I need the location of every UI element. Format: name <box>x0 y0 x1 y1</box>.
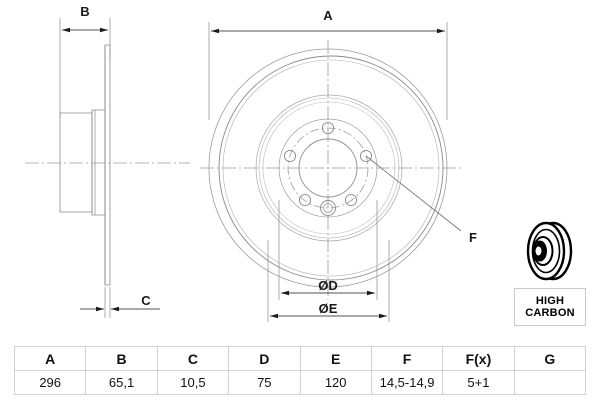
table-header-G: G <box>513 346 587 371</box>
table-row: 296 65,1 10,5 75 120 14,5-14,9 5+1 <box>13 370 587 395</box>
high-carbon-badge: HIGH CARBON <box>514 288 586 326</box>
table-header-B: B <box>85 346 158 371</box>
table-header-Fx: F(x) <box>442 346 515 371</box>
dimension-diameter-E: ØE <box>267 240 390 322</box>
table-cell-B: 65,1 <box>85 370 158 395</box>
dimension-label-A: A <box>323 8 333 23</box>
table-cell-E: 120 <box>299 370 372 395</box>
side-view-disc-profile <box>104 44 111 286</box>
dimension-A: A <box>208 8 448 120</box>
table-header-C: C <box>156 346 230 371</box>
table-header-D: D <box>228 346 301 371</box>
dimension-label-D: ØD <box>318 278 338 293</box>
badge-line-2: CARBON <box>525 307 575 319</box>
table-header-E: E <box>299 346 372 371</box>
table-header-F: F <box>370 346 444 371</box>
dimension-C: C <box>80 287 160 318</box>
table-cell-F: 14,5-14,9 <box>370 370 444 395</box>
side-view-group: B C <box>25 4 190 318</box>
table-cell-Fx: 5+1 <box>442 370 515 395</box>
table-cell-A: 296 <box>13 370 87 395</box>
table-cell-C: 10,5 <box>156 370 230 395</box>
dimension-label-C: C <box>141 293 151 308</box>
side-view-hub-profile <box>59 109 106 216</box>
dimension-diameter-D: ØD <box>278 200 378 300</box>
bolt-holes <box>283 121 373 207</box>
front-view-group: A <box>200 8 477 322</box>
brake-disc-icon <box>526 221 573 281</box>
table-cell-D: 75 <box>228 370 301 395</box>
table-header-A: A <box>13 346 87 371</box>
dimension-label-B: B <box>80 4 89 19</box>
callout-label-F: F <box>469 230 477 245</box>
callout-F: F <box>365 155 477 245</box>
table-cell-G <box>513 370 587 395</box>
table-header-row: A B C D E F F(x) G <box>13 346 587 371</box>
dimension-B: B <box>59 4 111 118</box>
specification-table: A B C D E F F(x) G 296 65,1 10,5 75 120 … <box>13 346 587 395</box>
dimension-label-E: ØE <box>319 301 338 316</box>
badge-line-1: HIGH <box>535 294 565 307</box>
